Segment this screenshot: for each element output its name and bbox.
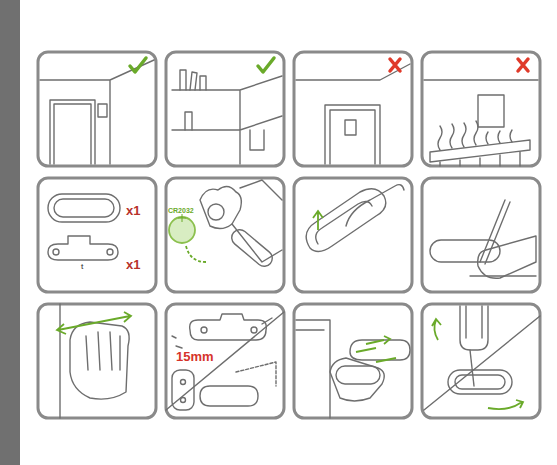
quantity-label: x1 [126, 204, 140, 217]
quantity-label: x1 [126, 258, 140, 271]
part-marking: t [81, 263, 83, 270]
line-drawings [40, 60, 540, 418]
status-symbols [130, 58, 528, 72]
dimension-label: 15mm [176, 350, 214, 363]
side-bar [0, 0, 20, 465]
battery-plus [178, 214, 186, 222]
battery-type: CR2032 [168, 207, 194, 214]
motion-arrows [57, 211, 523, 409]
panel-frames [38, 52, 540, 418]
